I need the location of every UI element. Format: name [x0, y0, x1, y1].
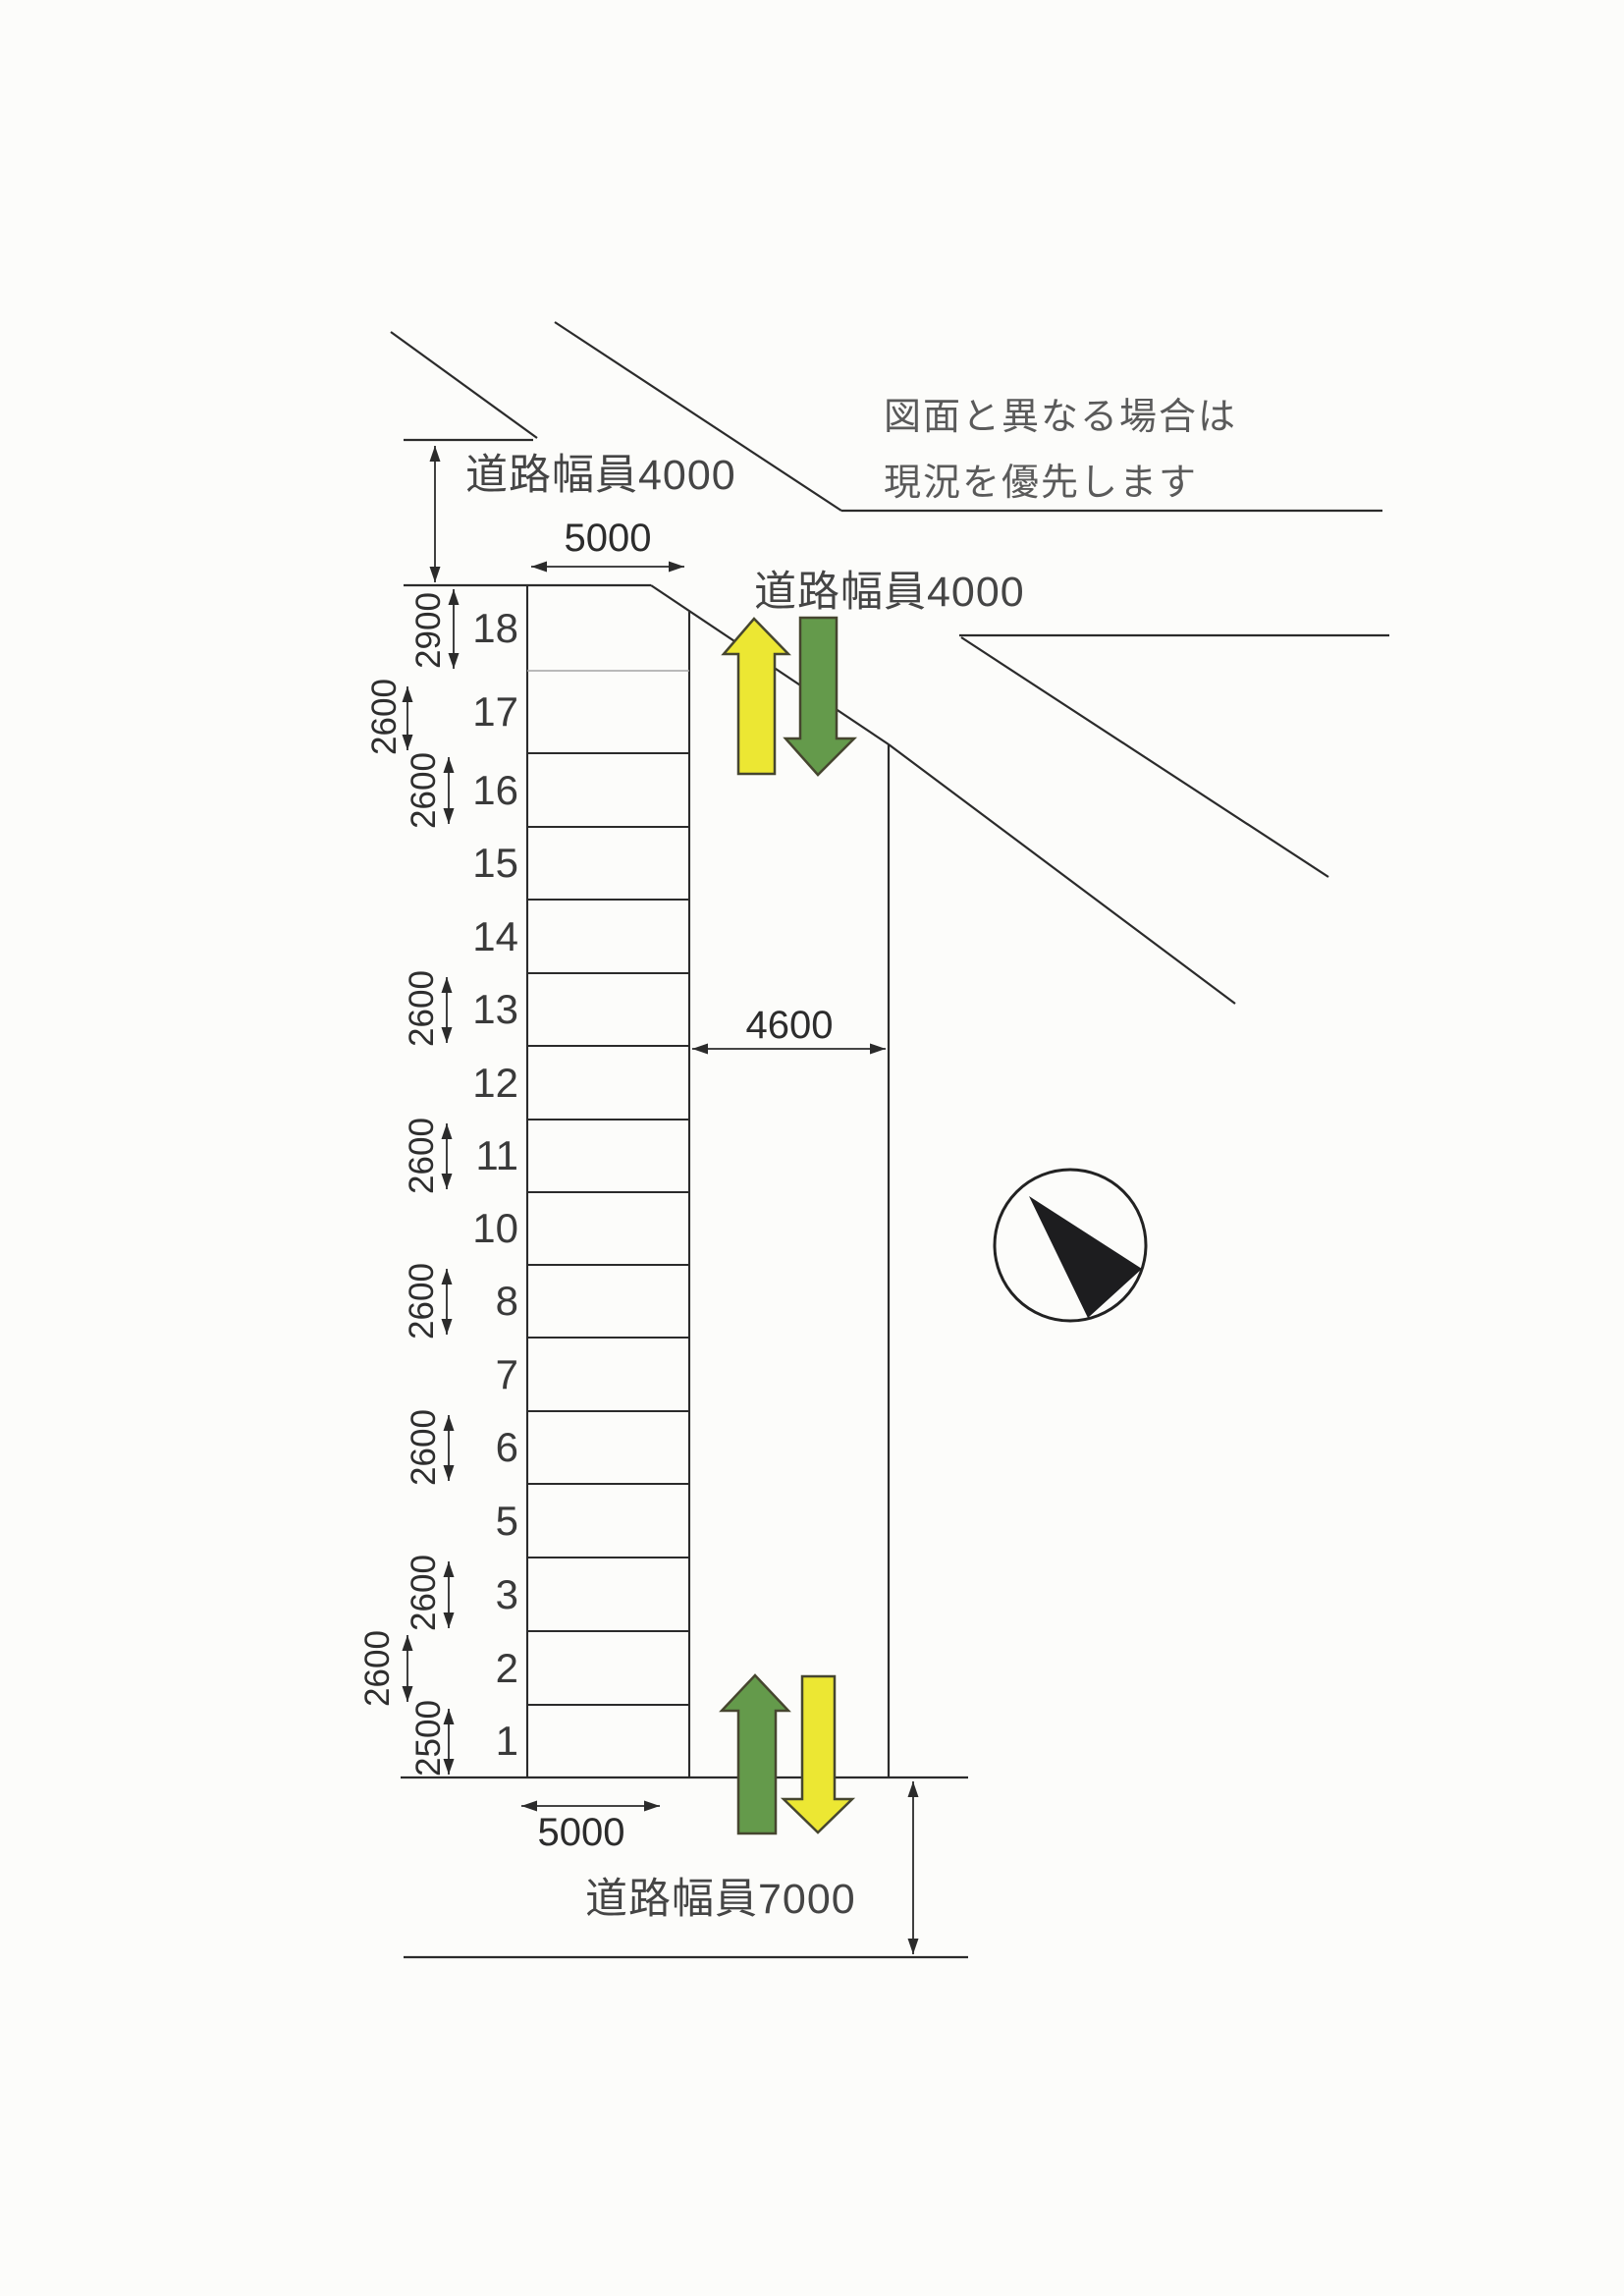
stall-depth-8: 2600	[403, 1263, 441, 1339]
stall-number-5: 5	[495, 1498, 518, 1544]
yellow-arrow-down-icon	[780, 1674, 856, 1834]
stall-number-8: 8	[495, 1278, 518, 1324]
stall-depth-6: 2600	[405, 1409, 443, 1486]
parking-stall-lines	[525, 585, 691, 1777]
road-width-label-bottom: 道路幅員7000	[585, 1876, 856, 1923]
stall-number-1: 1	[495, 1718, 518, 1764]
dim-aisle-width: 4600	[745, 1004, 834, 1047]
stall-number-7: 7	[495, 1351, 518, 1397]
stall-number-6: 6	[495, 1424, 518, 1470]
yellow-arrow-up-icon	[721, 617, 791, 776]
stall-number-11: 11	[475, 1132, 518, 1178]
stall-number-15: 15	[472, 840, 518, 886]
stall-number-16: 16	[472, 767, 518, 813]
stall-number-13: 13	[472, 986, 518, 1032]
stall-depth-13: 2600	[403, 970, 441, 1047]
stall-number-3: 3	[495, 1571, 518, 1617]
road-width-label-top-left: 道路幅員4000	[465, 452, 736, 499]
road-width-label-diagonal: 道路幅員4000	[754, 569, 1025, 616]
dim-stall-width-top: 5000	[564, 517, 652, 560]
stall-number-10: 10	[472, 1205, 518, 1251]
green-arrow-down-icon	[783, 616, 858, 777]
north-compass-icon	[993, 1168, 1148, 1323]
note-line-1: 図面と異なる場合は	[884, 397, 1238, 438]
stall-number-2: 2	[495, 1645, 518, 1691]
stall-depth-1: 2500	[409, 1700, 448, 1777]
stall-number-14: 14	[472, 913, 518, 959]
green-arrow-up-icon	[719, 1673, 791, 1835]
stall-number-18: 18	[472, 605, 518, 651]
dimension-lines	[402, 446, 919, 1954]
dim-stall-width-bottom: 5000	[537, 1811, 625, 1854]
stall-number-17: 17	[472, 688, 518, 735]
stall-number-12: 12	[472, 1060, 518, 1106]
note-line-2: 現況を優先します	[884, 463, 1199, 504]
stall-depth-16: 2600	[405, 752, 443, 829]
stall-depth-11: 2600	[403, 1118, 441, 1194]
